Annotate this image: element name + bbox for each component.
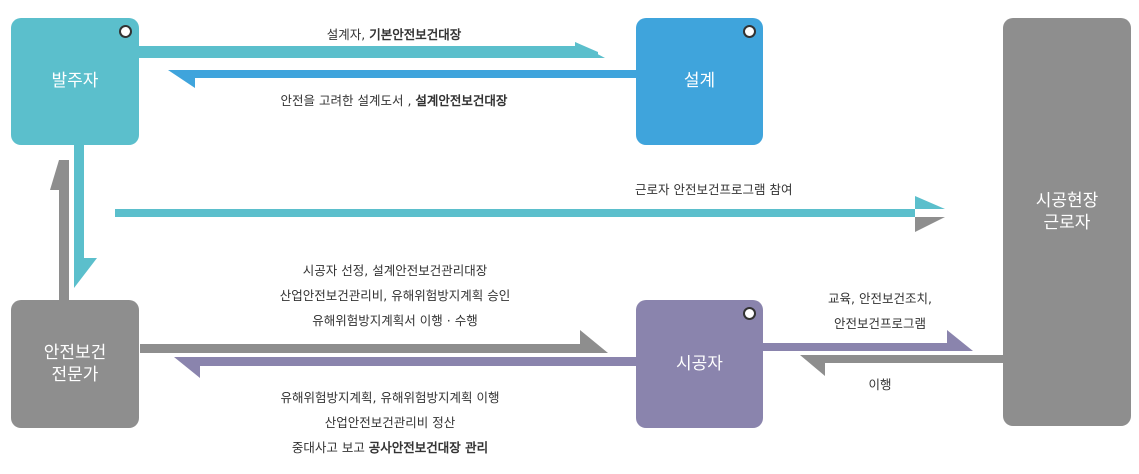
arrow-workers-to-contractor [825,355,1005,363]
arrow-expert-to-owner [59,190,69,302]
node-designer: 설계 [636,18,763,145]
label-contractor-to-workers-2: 안전보건프로그램 [833,316,926,331]
label-contractor-to-expert-1: 유해위험방지계획, 유해위험방지계획 이행 [280,390,500,405]
arrow-owner-to-designer [138,42,598,58]
arrow-contractor-to-workers [762,343,947,351]
node-owner: 발주자 [11,18,139,145]
arrow-expert-to-contractor [140,344,580,353]
label-expert-to-contractor-2: 산업안전보건관리비, 유해위험방지계획 승인 [279,288,511,303]
label-owner-to-designer: 설계자, 기본안전보건대장 [294,27,494,44]
label-contractor-to-expert-3b: 공사안전보건대장 관리 [368,440,489,455]
node-owner-dot [119,25,132,38]
label-contractor-to-expert-2: 산업안전보건관리비 정산 [324,415,456,430]
label-owner-to-workers: 근로자 안전보건프로그램 참여 [635,182,793,197]
node-designer-dot [743,25,756,38]
arrow-designer-to-owner [168,70,636,88]
label-designer-to-owner: 안전을 고려한 설계도서 , 설계안전보건대장 [244,93,544,110]
label-workers-to-contractor: 이행 [868,377,892,392]
label-designer-to-owner-b: 설계안전보건대장 [415,93,508,108]
arrow-contractor-to-expert [200,357,637,366]
node-contractor: 시공자 [636,300,763,428]
arrow-owner-to-expert [74,145,84,258]
label-owner-to-designer-a: 설계자, [326,27,370,42]
label-expert-to-contractor-1: 시공자 선정, 설계안전보건관리대장 [302,263,488,278]
node-site-workers: 시공현장 근로자 [1003,18,1131,426]
label-contractor-to-expert: 유해위험방지계획, 유해위험방지계획 이행 산업안전보건관리비 정산 중대사고 … [240,385,540,460]
node-safety-expert: 안전보건 전문가 [11,300,139,428]
node-contractor-dot [743,307,756,320]
node-owner-label: 발주자 [51,71,99,92]
label-owner-to-designer-b: 기본안전보건대장 [369,27,462,42]
label-contractor-to-expert-3: 중대사고 보고 공사안전보건대장 관리 [240,435,540,460]
label-expert-to-contractor: 시공자 선정, 설계안전보건관리대장 산업안전보건관리비, 유해위험방지계획 승… [240,258,550,333]
label-contractor-to-expert-3a: 중대사고 보고 [291,440,369,455]
node-contractor-label: 시공자 [676,353,723,374]
node-safety-expert-label: 안전보건 전문가 [43,342,107,385]
label-designer-to-owner-a: 안전을 고려한 설계도서 , [280,93,416,108]
label-contractor-to-workers-1: 교육, 안전보건조치, [828,291,932,306]
label-contractor-to-workers: 교육, 안전보건조치, 안전보건프로그램 [810,286,950,336]
node-designer-label: 설계 [683,71,716,92]
label-expert-to-contractor-3: 유해위험방지계획서 이행 · 수행 [312,313,478,328]
node-site-workers-label: 시공현장 근로자 [1035,191,1099,234]
